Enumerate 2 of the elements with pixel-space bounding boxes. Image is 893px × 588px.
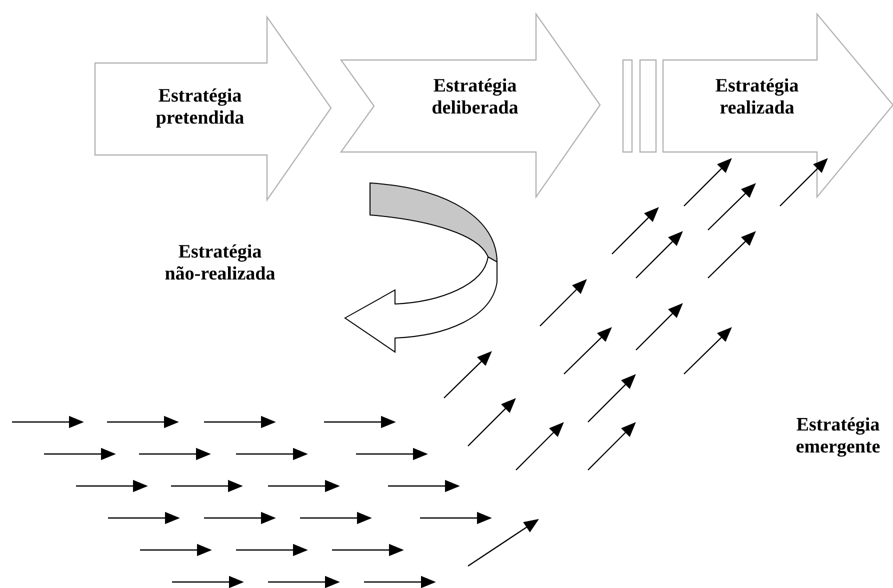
strategy-label: Estratégia emergente (796, 417, 880, 457)
strategy-label: Estratégia não-realizada (165, 244, 275, 280)
